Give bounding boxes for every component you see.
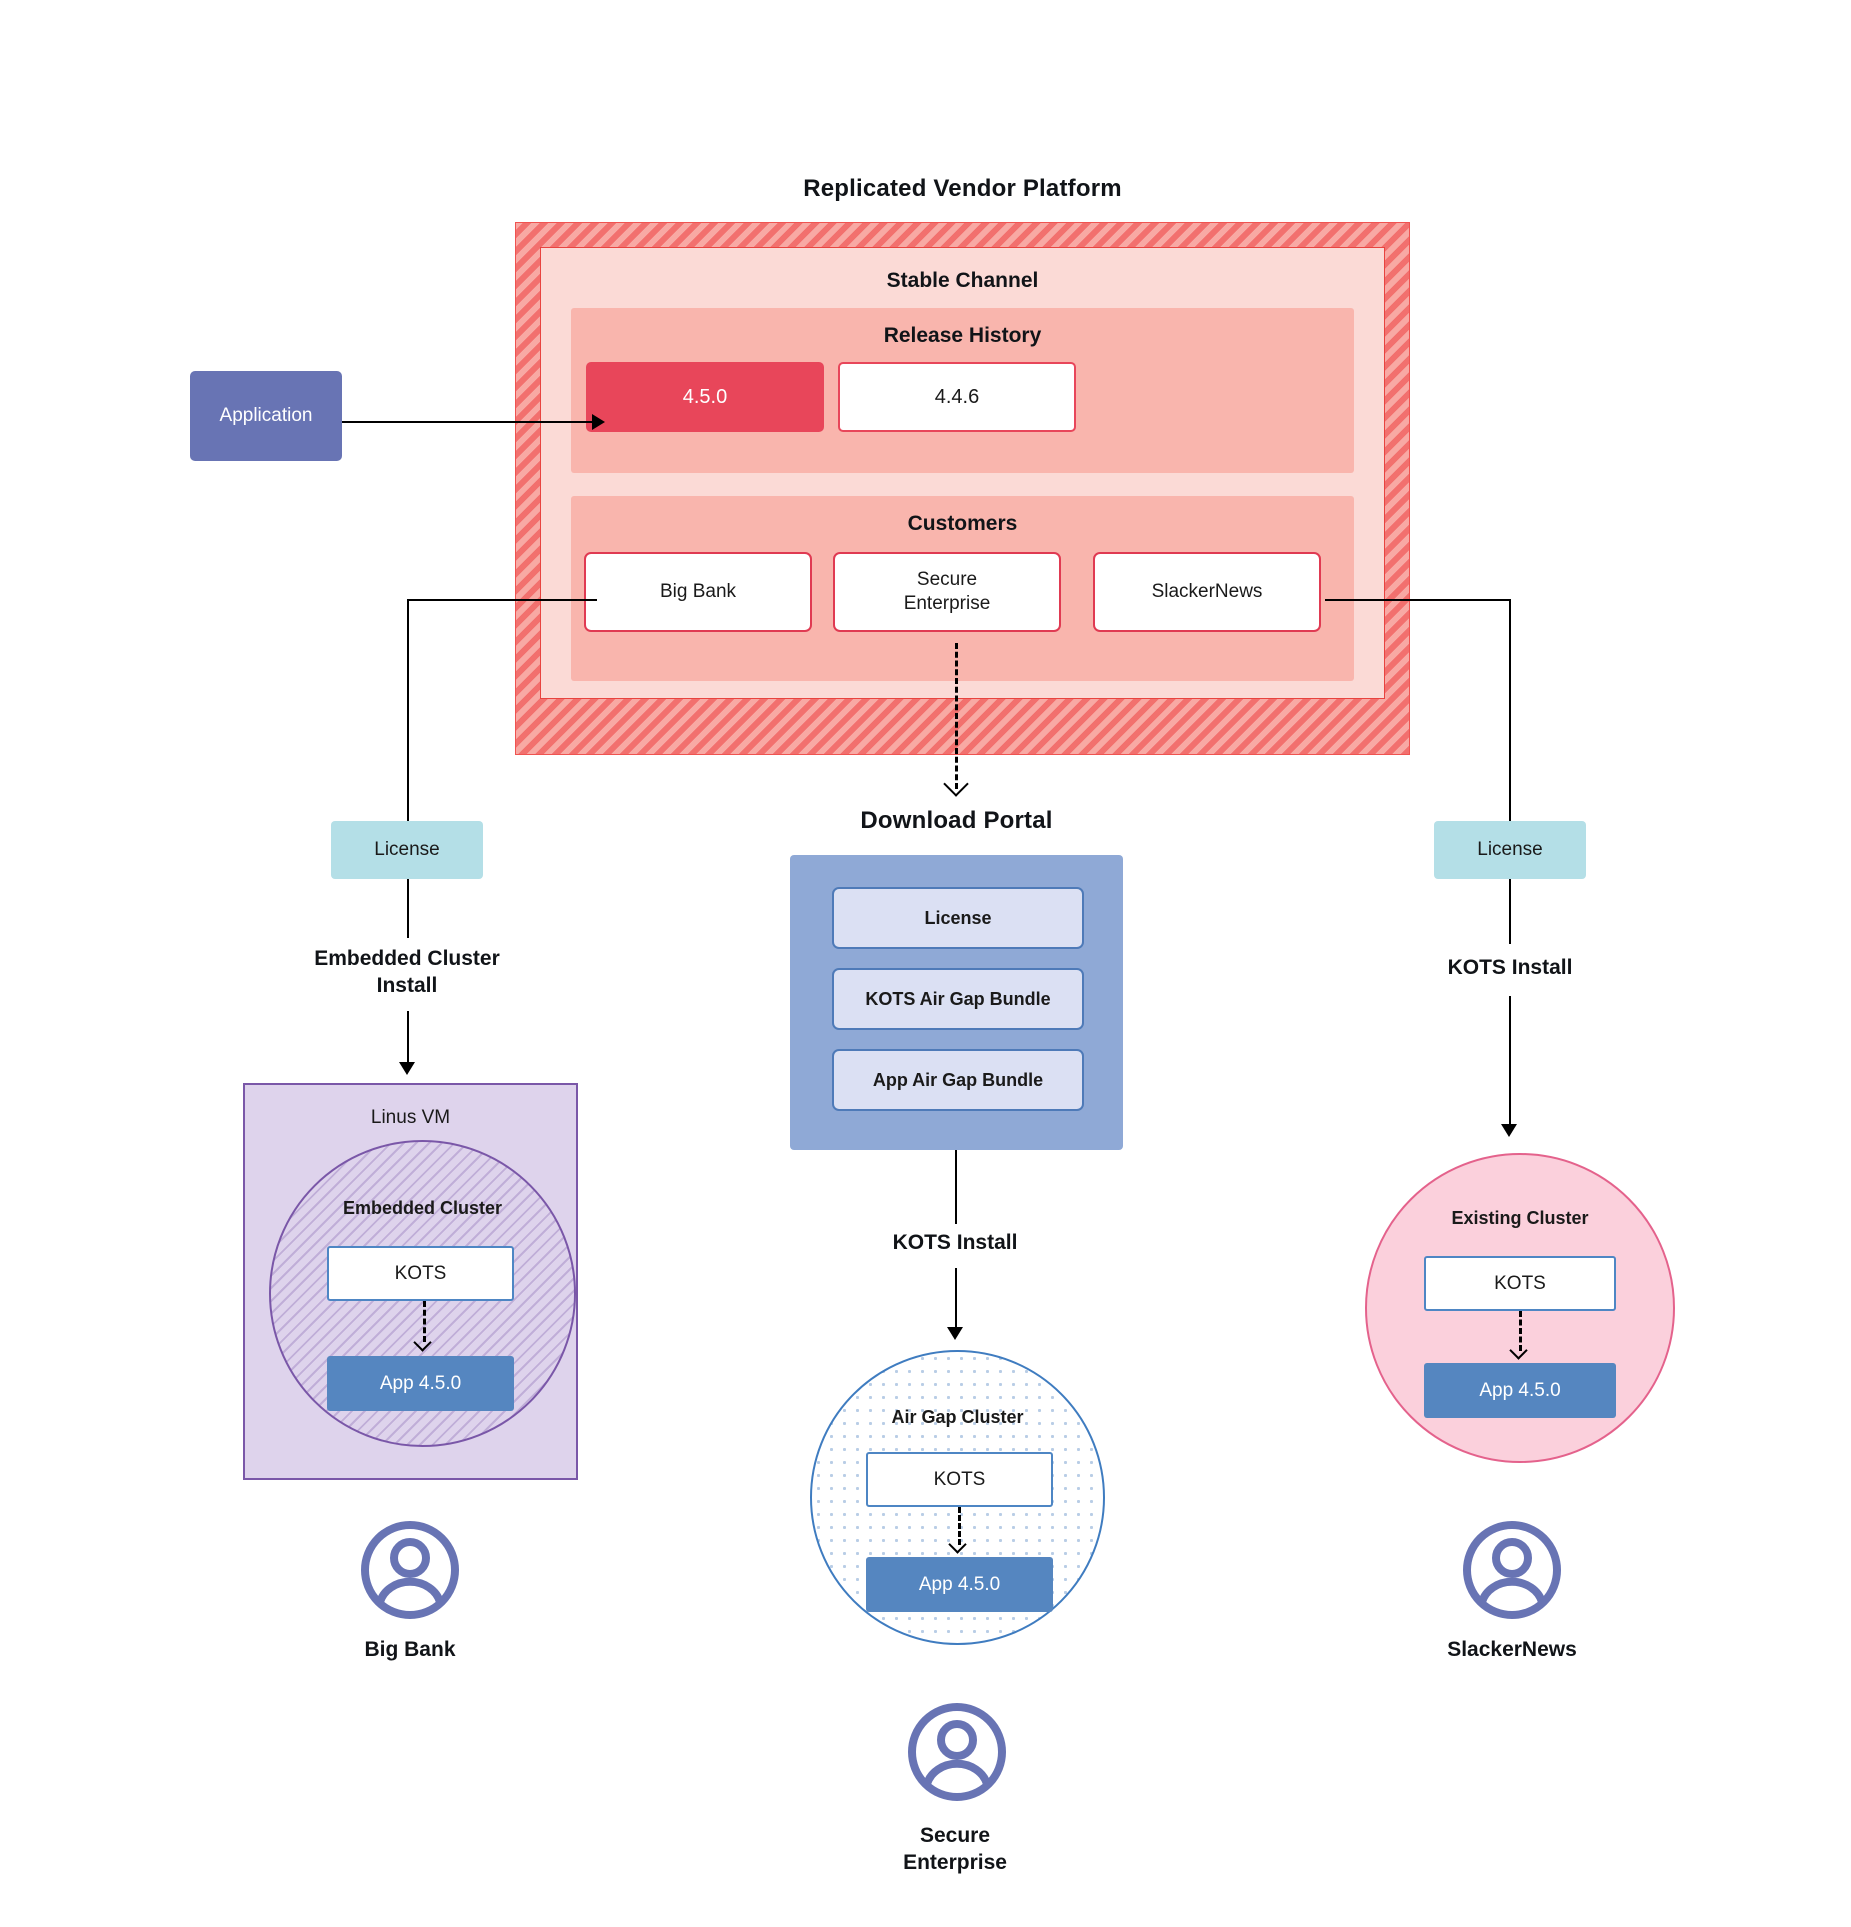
connector-bigbank-vertical-bottom: [407, 1011, 409, 1063]
license-chip-left[interactable]: License: [331, 821, 483, 879]
kots-box-embedded[interactable]: KOTS: [327, 1246, 514, 1301]
stable-channel-container: Stable Channel Release History 4.5.0 4.4…: [540, 247, 1385, 699]
kots-install-label-center: KOTS Install: [892, 1231, 1018, 1254]
kots-box-existing[interactable]: KOTS: [1424, 1256, 1616, 1311]
customer-name-secure-enterprise: Secure Enterprise: [903, 1824, 1007, 1874]
app-version-label: App 4.5.0: [1479, 1379, 1561, 1401]
linux-vm-container: Linus VM Embedded Cluster KOTS App 4.5.0: [243, 1083, 578, 1480]
customer-card-big-bank[interactable]: Big Bank: [584, 552, 812, 632]
stable-channel-label: Stable Channel: [886, 269, 1039, 292]
download-portal-container: License KOTS Air Gap Bundle App Air Gap …: [790, 855, 1123, 1150]
avatar-big-bank: [358, 1518, 462, 1627]
linux-vm-label: Linus VM: [370, 1107, 451, 1128]
portal-item-label: App Air Gap Bundle: [872, 1069, 1044, 1090]
download-portal-title: Download Portal: [860, 807, 1053, 834]
release-history-label: Release History: [883, 324, 1042, 347]
kots-label: KOTS: [394, 1262, 447, 1284]
avatar-secure-enterprise: [905, 1700, 1009, 1809]
connector-slackernews-vertical-bottom: [1509, 996, 1511, 1125]
customer-card-slackernews[interactable]: SlackerNews: [1093, 552, 1321, 632]
air-gap-cluster-circle: Air Gap Cluster KOTS App 4.5.0: [810, 1350, 1105, 1645]
air-gap-cluster-label: Air Gap Cluster: [891, 1406, 1024, 1427]
arrow-head-icon: [1509, 1341, 1528, 1360]
customers-panel: Customers Big Bank Secure Enterprise Sla…: [571, 496, 1354, 681]
kots-label: KOTS: [1494, 1272, 1546, 1294]
connector-bigbank-vertical-top: [407, 599, 409, 821]
license-label: License: [1477, 839, 1543, 860]
customer-name-label: Secure Enterprise: [903, 569, 991, 614]
app-version-box-existing[interactable]: App 4.5.0: [1424, 1363, 1616, 1418]
connector-slackernews-vertical-mid: [1509, 879, 1511, 944]
customer-name-slackernews: SlackerNews: [1447, 1638, 1577, 1661]
portal-item-app-air-gap-bundle[interactable]: App Air Gap Bundle: [832, 1049, 1084, 1111]
user-avatar-icon: [361, 1521, 459, 1619]
release-version-label: 4.5.0: [682, 385, 728, 408]
embedded-cluster-label: Embedded Cluster: [342, 1197, 503, 1218]
kots-install-label-right: KOTS Install: [1447, 956, 1573, 979]
portal-item-license[interactable]: License: [832, 887, 1084, 949]
vendor-platform-title: Replicated Vendor Platform: [803, 175, 1122, 202]
connector-application-to-release: [342, 421, 595, 423]
embedded-cluster-circle: Embedded Cluster KOTS App 4.5.0: [269, 1140, 576, 1447]
license-chip-right[interactable]: License: [1434, 821, 1586, 879]
release-history-panel: Release History 4.5.0 4.4.6: [571, 308, 1354, 473]
app-version-box-airgap[interactable]: App 4.5.0: [866, 1557, 1053, 1612]
arrow-head-icon: [947, 1327, 963, 1340]
customer-card-secure-enterprise[interactable]: Secure Enterprise: [833, 552, 1061, 632]
arrow-head-icon: [399, 1062, 415, 1075]
app-version-label: App 4.5.0: [918, 1573, 1001, 1595]
existing-cluster-label: Existing Cluster: [1451, 1207, 1589, 1228]
arrow-head-icon: [413, 1333, 432, 1352]
portal-item-label: KOTS Air Gap Bundle: [865, 988, 1051, 1009]
connector-kots-to-app-dashed: [1519, 1311, 1522, 1351]
app-version-label: App 4.5.0: [379, 1372, 462, 1394]
portal-item-label: License: [924, 907, 992, 928]
kots-box-airgap[interactable]: KOTS: [866, 1452, 1053, 1507]
customer-name-label: Big Bank: [659, 581, 737, 603]
application-label: Application: [219, 405, 313, 426]
arrow-head-icon: [592, 414, 605, 430]
license-label: License: [374, 839, 440, 860]
arrow-head-icon: [1501, 1124, 1517, 1137]
connector-kots-to-app-dashed: [958, 1507, 961, 1545]
connector-kots-to-app-dashed: [423, 1301, 426, 1342]
existing-cluster-circle: Existing Cluster KOTS App 4.5.0: [1365, 1153, 1675, 1463]
user-avatar-icon: [908, 1703, 1006, 1801]
customer-name-label: SlackerNews: [1151, 581, 1263, 603]
user-avatar-icon: [1463, 1521, 1561, 1619]
connector-secure-enterprise-dashed: [955, 643, 958, 789]
vendor-platform-container: Stable Channel Release History 4.5.0 4.4…: [515, 222, 1410, 755]
release-version-label: 4.4.6: [934, 385, 980, 408]
connector-slackernews-horizontal: [1325, 599, 1511, 601]
connector-bigbank-horizontal: [407, 599, 597, 601]
arrow-head-icon: [943, 771, 969, 797]
connector-slackernews-vertical-top: [1509, 599, 1511, 821]
kots-label: KOTS: [933, 1468, 986, 1490]
connector-portal-vertical-top: [955, 1150, 957, 1224]
customers-label: Customers: [907, 512, 1018, 535]
portal-item-kots-air-gap-bundle[interactable]: KOTS Air Gap Bundle: [832, 968, 1084, 1030]
release-card-previous[interactable]: 4.4.6: [838, 362, 1076, 432]
app-version-box-embedded[interactable]: App 4.5.0: [327, 1356, 514, 1411]
customer-name-big-bank: Big Bank: [364, 1638, 456, 1661]
connector-portal-vertical-bottom: [955, 1268, 957, 1328]
connector-bigbank-vertical-mid: [407, 879, 409, 938]
embedded-cluster-install-label: Embedded Cluster Install: [314, 947, 500, 997]
application-box[interactable]: Application: [190, 371, 342, 461]
arrow-head-icon: [948, 1535, 967, 1554]
avatar-slackernews: [1460, 1518, 1564, 1627]
release-card-current[interactable]: 4.5.0: [586, 362, 824, 432]
